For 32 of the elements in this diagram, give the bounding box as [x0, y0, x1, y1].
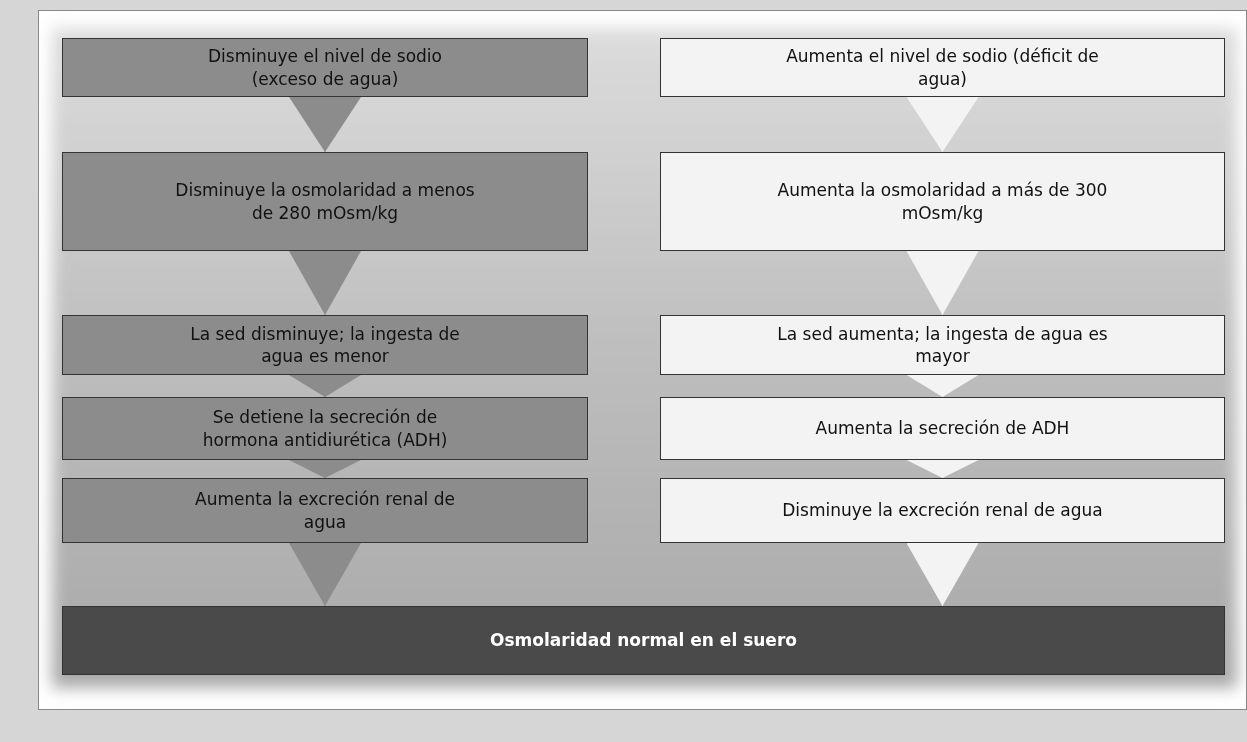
- box-text: Disminuye la excreción renal de agua: [782, 499, 1103, 522]
- process-box: [660, 397, 1225, 460]
- process-box: [62, 38, 588, 97]
- chevron-arrow: [289, 459, 361, 479]
- process-box: [62, 152, 588, 251]
- chevron-arrow: [906, 250, 979, 316]
- process-box: [660, 152, 1225, 251]
- box-text: Disminuye la osmolaridad a menos de 280 mOsm/kg: [174, 179, 476, 224]
- chevron-arrow: [289, 542, 361, 607]
- process-box: [62, 315, 588, 375]
- box-text: Aumenta la osmolaridad a más de 300 mOsm/kg: [776, 179, 1109, 224]
- chevron-arrow: [906, 374, 979, 398]
- process-box: [62, 478, 588, 543]
- chevron-arrow: [289, 374, 361, 398]
- process-box: [660, 478, 1225, 543]
- chevron-arrow: [906, 96, 979, 153]
- process-box: [62, 397, 588, 460]
- box-text: Disminuye el nivel de sodio (exceso de agua): [207, 45, 443, 90]
- box-text: Aumenta el nivel de sodio (déficit de agua): [785, 45, 1100, 90]
- chevron-arrow: [906, 542, 979, 607]
- chevron-arrow: [906, 459, 979, 479]
- result-bar: [62, 606, 1225, 675]
- box-text: Osmolaridad normal en el suero: [490, 629, 797, 652]
- box-text: Aumenta la secreción de ADH: [815, 417, 1070, 440]
- box-text: Se detiene la secreción de hormona antidiurética (ADH): [201, 406, 449, 451]
- box-text: La sed aumenta; la ingesta de agua es mayor: [776, 322, 1109, 368]
- box-text: Aumenta la excreción renal de agua: [194, 488, 456, 533]
- process-box: [660, 315, 1225, 375]
- process-box: [660, 38, 1225, 97]
- chevron-arrow: [289, 250, 361, 316]
- chevron-arrow: [289, 96, 361, 153]
- box-text: La sed disminuye; la ingesta de agua es menor: [189, 322, 461, 368]
